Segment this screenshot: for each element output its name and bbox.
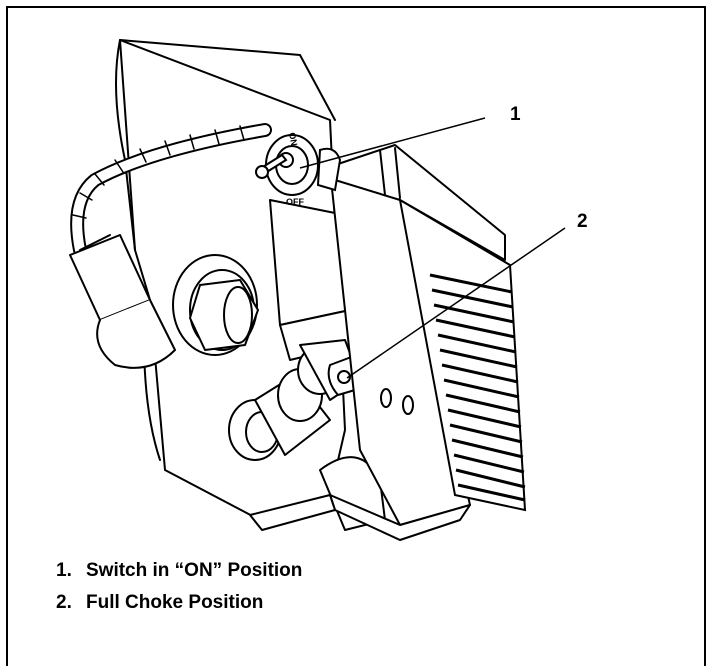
callout-1-number: 1 (510, 104, 521, 125)
legend-item-text: Full Choke Position (86, 592, 264, 613)
legend-item-text: Switch in “ON” Position (86, 560, 303, 581)
switch-label-off: OFF (286, 197, 304, 207)
switch-label-on: ON (287, 132, 299, 147)
callout-2-leader (346, 227, 566, 379)
legend-item-number: 1. (56, 560, 72, 581)
figure-frame (6, 6, 706, 666)
legend-item: 2. Full Choke Position (56, 587, 302, 619)
legend-item: 1. Switch in “ON” Position (56, 555, 302, 587)
figure-legend: 1. Switch in “ON” Position 2. Full Choke P… (56, 555, 302, 619)
callout-1-leader (299, 117, 486, 169)
callout-2-number: 2 (577, 211, 588, 232)
legend-item-number: 2. (56, 592, 72, 613)
